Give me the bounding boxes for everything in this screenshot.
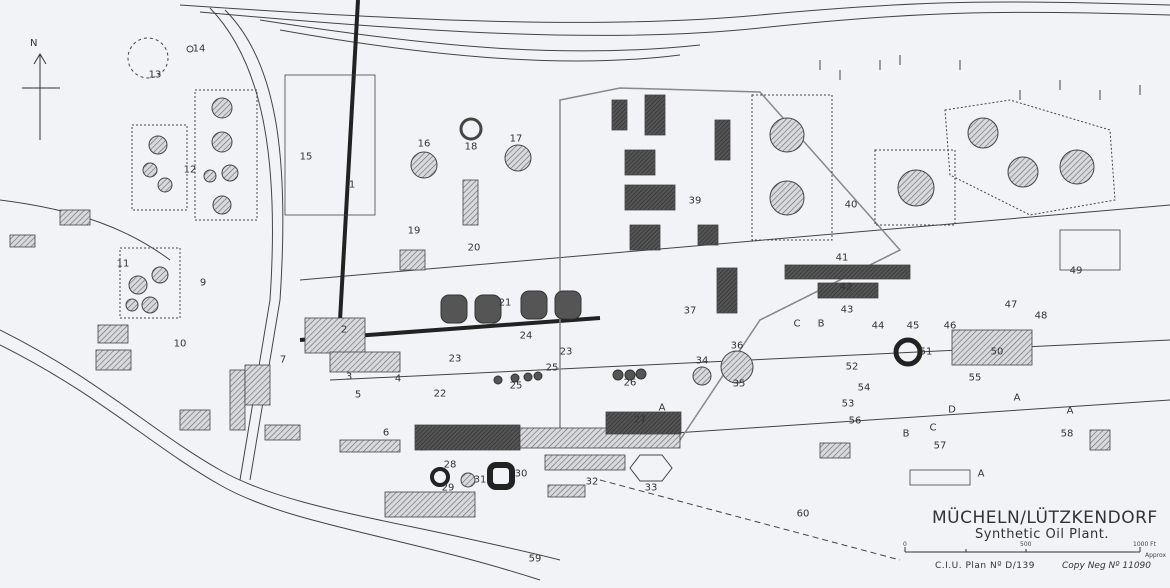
feature-label: 40	[844, 199, 858, 211]
feature-label: 20	[467, 242, 481, 254]
scale-end: 1000 Ft	[1133, 541, 1156, 548]
feature-label: 15	[299, 151, 313, 163]
feature-label: 57	[933, 440, 947, 452]
feature-label: 16	[417, 138, 431, 150]
feature-label: 25	[509, 380, 523, 392]
feature-label: B	[902, 428, 910, 440]
feature-label: 14	[192, 43, 206, 55]
scale-note: Approx	[1145, 552, 1167, 559]
feature-label: 49	[1069, 265, 1083, 277]
reactor-units	[440, 290, 647, 385]
feature-label: 52	[845, 361, 859, 373]
feature-label: 21	[498, 297, 512, 309]
feature-label: 31	[473, 474, 487, 486]
feature-label: 34	[695, 355, 709, 367]
feature-label: 58	[1060, 428, 1074, 440]
feature-label: 43	[840, 304, 854, 316]
feature-label: 22	[433, 388, 447, 400]
feature-label: 56	[848, 415, 862, 427]
copy-number: Copy Neg Nº 11090	[1062, 561, 1151, 571]
feature-label: C	[793, 318, 801, 330]
north-arrow-icon	[22, 53, 60, 140]
feature-label: B	[817, 318, 825, 330]
pipeline	[338, 0, 360, 321]
scale-mid: 500	[1020, 541, 1032, 548]
feature-label: 37	[683, 305, 697, 317]
feature-label: 13	[148, 69, 162, 81]
feature-label: 33	[644, 482, 658, 494]
feature-label: 27	[633, 414, 647, 426]
feature-label: 30	[514, 468, 528, 480]
feature-label: 2	[340, 324, 348, 336]
feature-label: 29	[441, 482, 455, 494]
feature-label: A	[1013, 392, 1021, 404]
feature-label: 6	[382, 427, 390, 439]
feature-label: 28	[443, 459, 457, 471]
feature-label: 54	[857, 382, 871, 394]
feature-label: 44	[871, 320, 885, 332]
scale-bar	[904, 547, 1141, 553]
feature-label: 47	[1004, 299, 1018, 311]
trees	[819, 55, 1141, 100]
north-label: N	[30, 38, 38, 49]
feature-label: 12	[183, 164, 197, 176]
feature-label: A	[1066, 405, 1074, 417]
plan-number: C.I.U. Plan Nº D/139	[935, 561, 1035, 571]
feature-label: 42	[839, 281, 853, 293]
feature-label: 46	[943, 320, 957, 332]
feature-label: 17	[509, 133, 523, 145]
map-subtitle: Synthetic Oil Plant.	[975, 527, 1109, 542]
feature-label: 59	[528, 553, 542, 565]
feature-label: 5	[354, 389, 362, 401]
feature-label: 1	[348, 179, 356, 191]
feature-label: 23	[559, 346, 573, 358]
feature-label: 4	[394, 373, 402, 385]
feature-label: 25	[545, 362, 559, 374]
feature-label: 11	[116, 258, 130, 270]
feature-label: 9	[199, 277, 207, 289]
feature-label: 55	[968, 372, 982, 384]
feature-label: 18	[464, 141, 478, 153]
feature-label: 23	[448, 353, 462, 365]
buildings	[9, 74, 1121, 518]
feature-label: 53	[841, 398, 855, 410]
feature-label: A	[658, 402, 666, 414]
tank-farms	[119, 37, 1116, 490]
feature-label: 7	[279, 354, 287, 366]
feature-label: 19	[407, 225, 421, 237]
scale-start: 0	[903, 541, 907, 548]
feature-label: 39	[688, 195, 702, 207]
feature-label: 10	[173, 338, 187, 350]
feature-label: 60	[796, 508, 810, 520]
feature-label: C	[929, 422, 937, 434]
feature-label: 3	[345, 371, 353, 383]
feature-label: 41	[835, 252, 849, 264]
feature-label: D	[948, 404, 956, 416]
map-title: MÜCHELN/LÜTZKENDORF	[932, 508, 1158, 528]
feature-label: 35	[732, 378, 746, 390]
feature-label: 51	[919, 346, 933, 358]
feature-label: 48	[1034, 310, 1048, 322]
feature-label: 45	[906, 320, 920, 332]
feature-label: 32	[585, 476, 599, 488]
feature-label: 36	[730, 340, 744, 352]
feature-label: 26	[623, 377, 637, 389]
feature-label: 50	[990, 346, 1004, 358]
feature-label: 24	[519, 330, 533, 342]
feature-label: A	[977, 468, 985, 480]
